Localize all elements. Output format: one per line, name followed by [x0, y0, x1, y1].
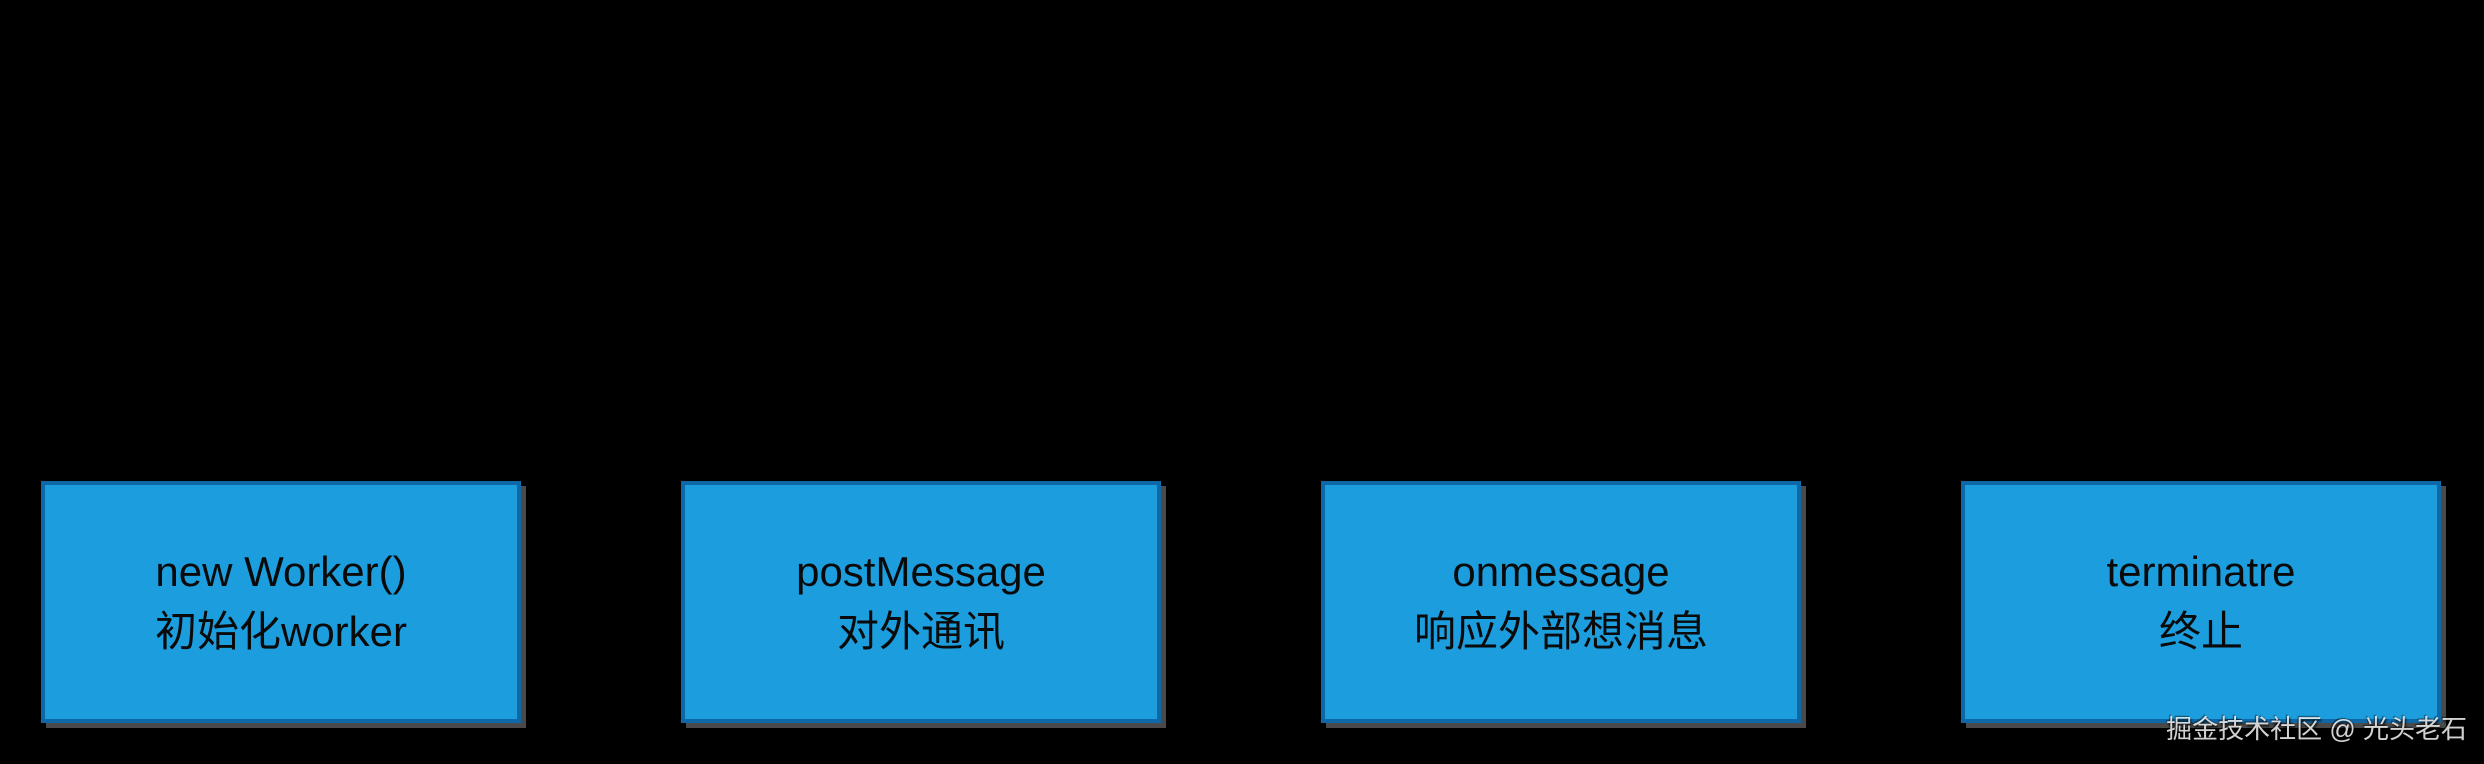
box-new-worker-subtitle: 初始化worker: [154, 608, 408, 655]
box-new-worker: new Worker() 初始化worker: [41, 481, 521, 723]
worker-api-flow-row: new Worker() 初始化worker postMessage 对外通讯 …: [41, 481, 2441, 723]
box-onmessage: onmessage 响应外部想消息: [1321, 481, 1801, 723]
box-terminate: terminatre 终止: [1961, 481, 2441, 723]
box-onmessage-title: onmessage: [1452, 548, 1670, 595]
box-new-worker-title: new Worker(): [155, 548, 407, 595]
box-postmessage-subtitle: 对外通讯: [836, 608, 1005, 655]
box-terminate-title: terminatre: [2106, 548, 2296, 595]
box-postmessage-title: postMessage: [796, 548, 1046, 595]
box-postmessage: postMessage 对外通讯: [681, 481, 1161, 723]
box-terminate-subtitle: 终止: [2158, 608, 2243, 655]
box-onmessage-subtitle: 响应外部想消息: [1413, 608, 1708, 655]
watermark: 掘金技术社区 @ 光头老石: [2166, 714, 2467, 744]
